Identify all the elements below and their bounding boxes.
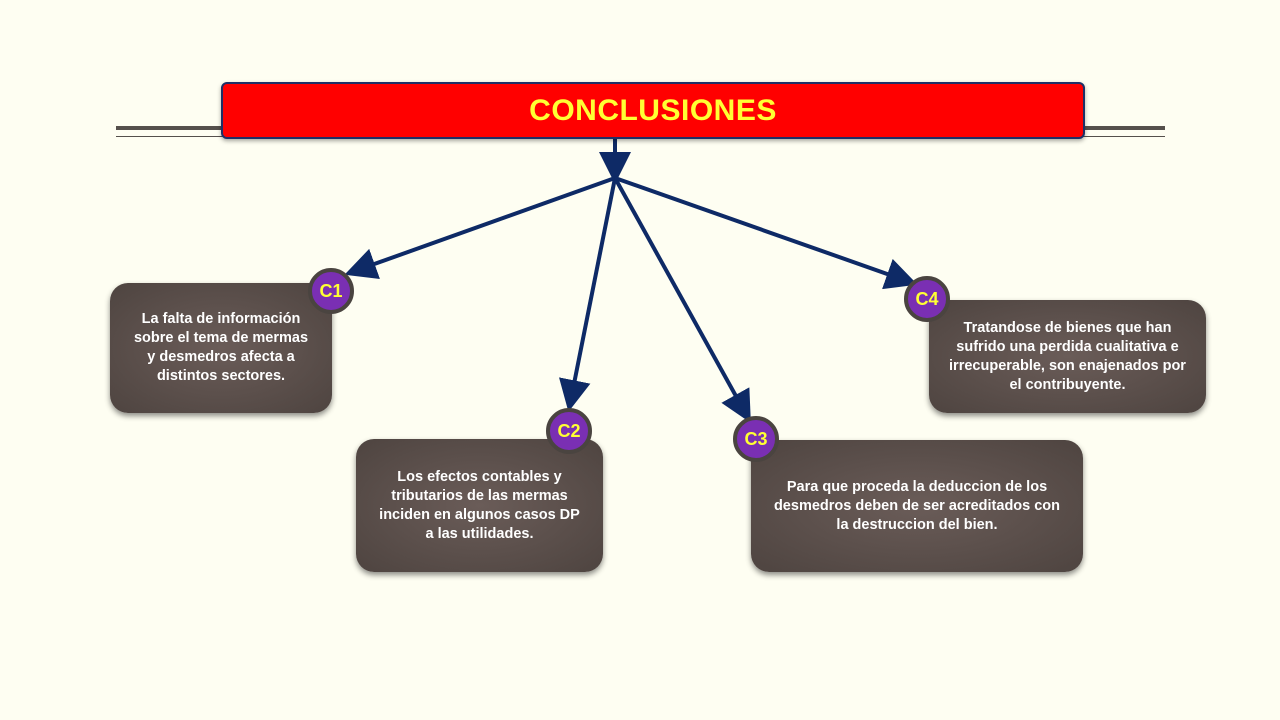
- arrow-to-c3: [613, 177, 751, 423]
- conclusion-card-c1: La falta de información sobre el tema de…: [110, 283, 332, 413]
- conclusion-card-c4: Tratandose de bienes que han sufrido una…: [929, 300, 1206, 413]
- arrow-to-c2: [558, 177, 617, 412]
- conclusion-text-c1: La falta de información sobre el tema de…: [133, 311, 309, 384]
- title-banner: CONCLUSIONES: [221, 82, 1085, 139]
- badge-label-c1: C1: [319, 280, 343, 301]
- badge-label-c2: C2: [557, 420, 581, 441]
- badge-label-c4: C4: [915, 288, 939, 309]
- conclusion-card-c2: Los efectos contables y tributarios de l…: [356, 439, 603, 572]
- badge-c3: C3: [733, 416, 779, 462]
- badge-label-c3: C3: [744, 428, 768, 449]
- arrow-to-c4: [614, 176, 918, 290]
- conclusion-text-c3: Para que proceda la deduccion de los des…: [773, 478, 1061, 533]
- badge-c1: C1: [308, 268, 354, 314]
- badge-c4: C4: [904, 276, 950, 322]
- conclusion-text-c4: Tratandose de bienes que han sufrido una…: [949, 319, 1186, 393]
- page-title: CONCLUSIONES: [529, 93, 777, 127]
- arrow-to-c1: [344, 176, 616, 279]
- badge-c2: C2: [546, 408, 592, 454]
- conclusion-card-c3: Para que proceda la deduccion de los des…: [751, 440, 1083, 572]
- conclusion-text-c2: Los efectos contables y tributarios de l…: [379, 468, 580, 542]
